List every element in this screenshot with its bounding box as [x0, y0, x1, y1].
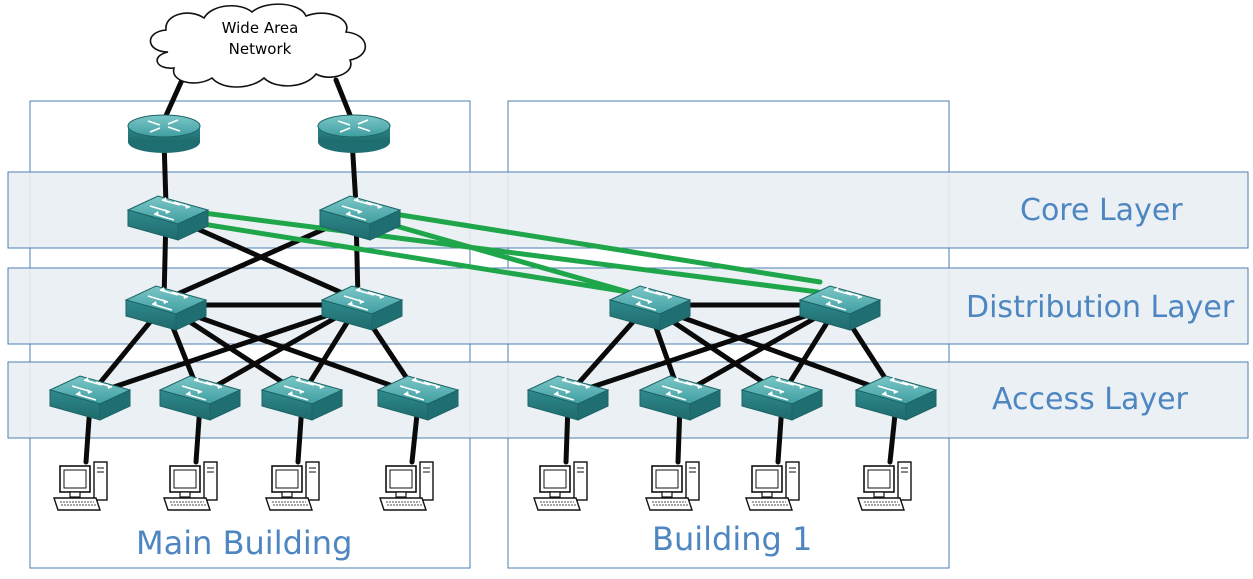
building-1-label: Building 1 [652, 520, 813, 558]
core-layer-label: Core Layer [1020, 193, 1183, 228]
wan-label: Wide Area Network [205, 18, 315, 60]
main-building-label: Main Building [136, 524, 353, 562]
wan-label-line1: Wide Area [221, 19, 299, 37]
router-icon [317, 114, 391, 154]
cloud-icon [149, 3, 367, 88]
distribution-layer-label: Distribution Layer [966, 290, 1235, 325]
router-icon [127, 114, 201, 154]
access-layer-label: Access Layer [992, 382, 1188, 417]
wan-label-line2: Network [228, 40, 292, 58]
green-links [187, 209, 823, 295]
